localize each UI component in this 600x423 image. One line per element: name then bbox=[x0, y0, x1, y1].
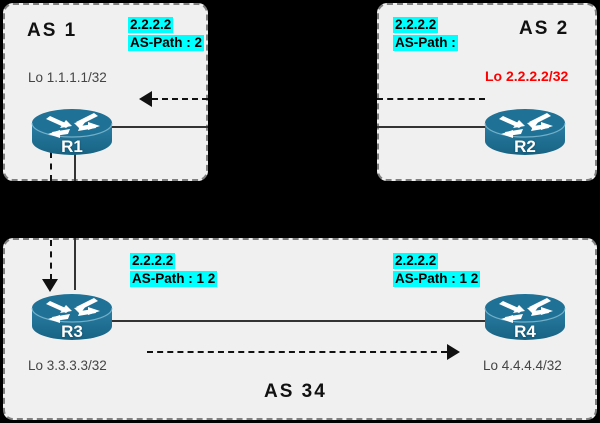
as-boundary-as1 bbox=[3, 3, 208, 181]
router-icon-r3[interactable]: R3 bbox=[30, 288, 114, 344]
link-r1-down-as1 bbox=[74, 150, 76, 181]
bgp-prefix-r4: 2.2.2.2 bbox=[393, 253, 439, 270]
bgp-update-as2: 2.2.2.2 AS-Path : bbox=[393, 16, 458, 52]
arrowhead-down-to-r3 bbox=[42, 279, 58, 292]
link-r3-to-r4 bbox=[110, 320, 485, 322]
advertisement-as34-to-r3 bbox=[50, 240, 52, 280]
loopback-label-r2: Lo 2.2.2.2/32 bbox=[485, 68, 569, 84]
bgp-aspath-r3: AS-Path : 1 2 bbox=[130, 270, 218, 288]
as-title-as34: AS 34 bbox=[264, 381, 327, 402]
advertisement-r2-to-as2-edge bbox=[377, 98, 485, 100]
bgp-update-r4: 2.2.2.2 AS-Path : 1 2 bbox=[393, 252, 481, 288]
bgp-aspath-r4: AS-Path : 1 2 bbox=[393, 270, 481, 288]
loopback-label-r1: Lo 1.1.1.1/32 bbox=[28, 70, 107, 85]
bgp-update-r3: 2.2.2.2 AS-Path : 1 2 bbox=[130, 252, 218, 288]
link-r1-to-as1-edge bbox=[110, 126, 208, 128]
bgp-prefix-as2: 2.2.2.2 bbox=[393, 17, 439, 34]
arrowhead-left-to-r1 bbox=[139, 91, 152, 107]
router-icon-r4[interactable]: R4 bbox=[483, 288, 567, 344]
advertisement-r1-down-as1 bbox=[50, 152, 52, 181]
link-as2-edge-to-r2 bbox=[377, 126, 485, 128]
bgp-aspath-as2: AS-Path : bbox=[393, 34, 458, 52]
loopback-label-r3: Lo 3.3.3.3/32 bbox=[28, 358, 107, 373]
bgp-prefix-r3: 2.2.2.2 bbox=[130, 253, 176, 270]
as-title-as2: AS 2 bbox=[519, 18, 570, 39]
bgp-aspath-as1: AS-Path : 2 bbox=[128, 34, 205, 52]
router-icon-r2[interactable]: R2 bbox=[483, 103, 567, 159]
as-title-as1: AS 1 bbox=[27, 20, 78, 41]
arrowhead-right-to-r4 bbox=[447, 344, 460, 360]
bgp-prefix-as1: 2.2.2.2 bbox=[128, 17, 174, 34]
link-r3-up-as34 bbox=[74, 238, 76, 290]
advertisement-as1-edge-to-r1 bbox=[152, 98, 208, 100]
router-icon-r1[interactable]: R1 bbox=[30, 103, 114, 159]
bgp-update-as1: 2.2.2.2 AS-Path : 2 bbox=[128, 16, 205, 52]
loopback-label-r4: Lo 4.4.4.4/32 bbox=[483, 358, 562, 373]
advertisement-r3-to-r4 bbox=[147, 351, 447, 353]
